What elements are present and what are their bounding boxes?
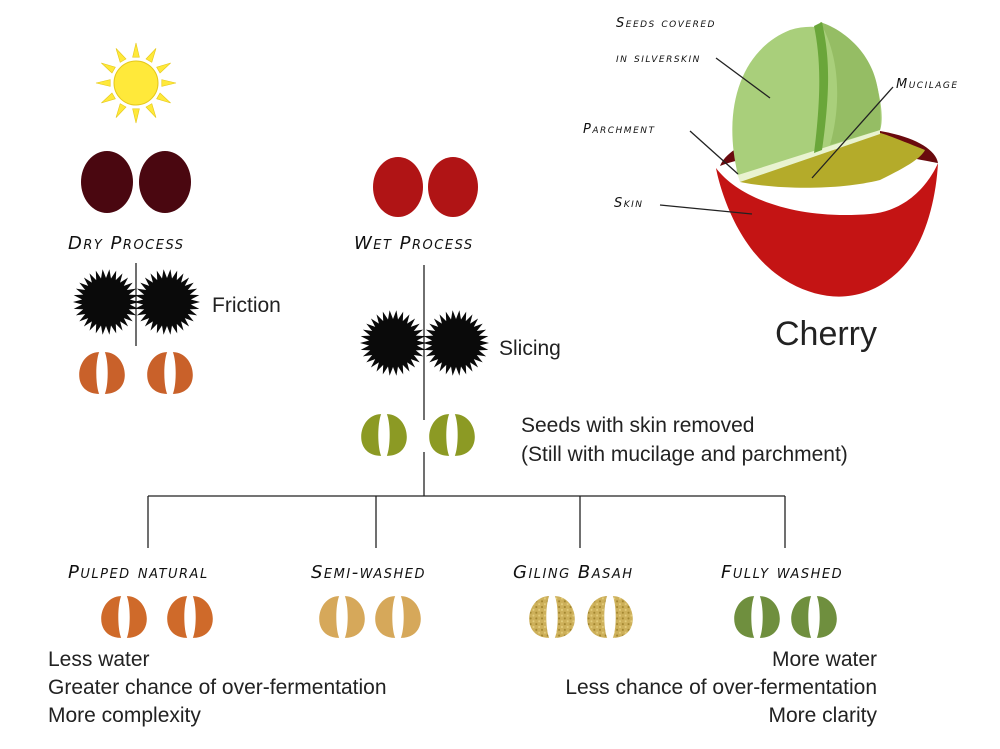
- cherry-seed-stripe: [814, 22, 829, 153]
- sun-ray: [161, 79, 177, 87]
- semi-washed-bean-right: [375, 596, 421, 638]
- wet-bean-left: [361, 414, 407, 456]
- fully-washed-bean-right: [791, 596, 837, 638]
- sun-ray: [101, 92, 116, 104]
- cherry-title: Cherry: [775, 315, 877, 353]
- slicing-disc-left: [360, 310, 426, 376]
- left-note-1: Less water: [48, 648, 150, 671]
- dry-bean-right: [147, 352, 193, 394]
- label-seeds-covered-1: Seeds covered: [616, 16, 716, 31]
- label-parchment: Parchment: [583, 122, 655, 137]
- right-note-3: More clarity: [768, 704, 877, 727]
- slicing-label: Slicing: [499, 337, 561, 360]
- friction-disc-right: [134, 269, 200, 335]
- leader-seeds: [715, 57, 771, 99]
- leader-mucilage: [811, 86, 894, 179]
- friction-label: Friction: [212, 294, 281, 317]
- sun-ray: [115, 103, 127, 118]
- sun-ray: [132, 108, 140, 124]
- giling-basah-bean-left: [529, 596, 575, 638]
- dry-bean-left: [79, 352, 125, 394]
- pulped-natural-bean-right: [167, 596, 213, 638]
- sun-ray: [145, 103, 157, 118]
- dry-cherry-right: [139, 151, 191, 213]
- sun-icon: [95, 42, 177, 124]
- friction-disc-left: [73, 269, 139, 335]
- pulped-natural-bean-left: [101, 596, 147, 638]
- sun-ray: [145, 48, 157, 63]
- cherry-mucilage: [740, 133, 925, 188]
- wet-cherry-left: [373, 157, 423, 217]
- fully-washed-bean-left: [734, 596, 780, 638]
- left-note-2: Greater chance of over-fermentation: [48, 676, 387, 699]
- sun-ray: [156, 92, 171, 104]
- sun-ray: [156, 62, 171, 74]
- dry-process-title: Dry Process: [68, 233, 185, 254]
- label-mucilage: Mucilage: [896, 77, 959, 92]
- giling-basah-bean-right: [587, 596, 633, 638]
- method-title-giling-basah: Giling Basah: [513, 562, 634, 583]
- label-skin: Skin: [614, 196, 644, 211]
- sun-disc: [113, 60, 159, 106]
- cherry-seed-shade: [820, 22, 881, 145]
- wet-process-title: Wet Process: [354, 233, 474, 254]
- seeds-removed-line2: (Still with mucilage and parchment): [521, 443, 848, 466]
- wet-bean-right: [429, 414, 475, 456]
- sun-ray: [101, 62, 116, 74]
- sun-ray: [115, 48, 127, 63]
- cherry-cross-section: [716, 22, 938, 297]
- seeds-removed-line1: Seeds with skin removed: [521, 414, 754, 437]
- right-note-2: Less chance of over-fermentation: [565, 676, 877, 699]
- cherry-skin: [716, 163, 938, 297]
- sun-ray: [95, 79, 111, 87]
- left-note-3: More complexity: [48, 704, 201, 727]
- slicing-disc-right: [423, 310, 489, 376]
- method-title-semi-washed: Semi-washed: [311, 562, 426, 583]
- label-seeds-covered-2: in silverskin: [616, 51, 701, 66]
- leader-skin: [659, 204, 753, 215]
- wet-cherry-right: [428, 157, 478, 217]
- sun-ray: [132, 42, 140, 58]
- method-title-fully-washed: Fully washed: [721, 562, 843, 583]
- method-title-pulped-natural: Pulped natural: [68, 562, 209, 583]
- right-note-1: More water: [772, 648, 877, 671]
- semi-washed-bean-left: [319, 596, 365, 638]
- leader-parchment: [689, 130, 739, 175]
- dry-cherry-left: [81, 151, 133, 213]
